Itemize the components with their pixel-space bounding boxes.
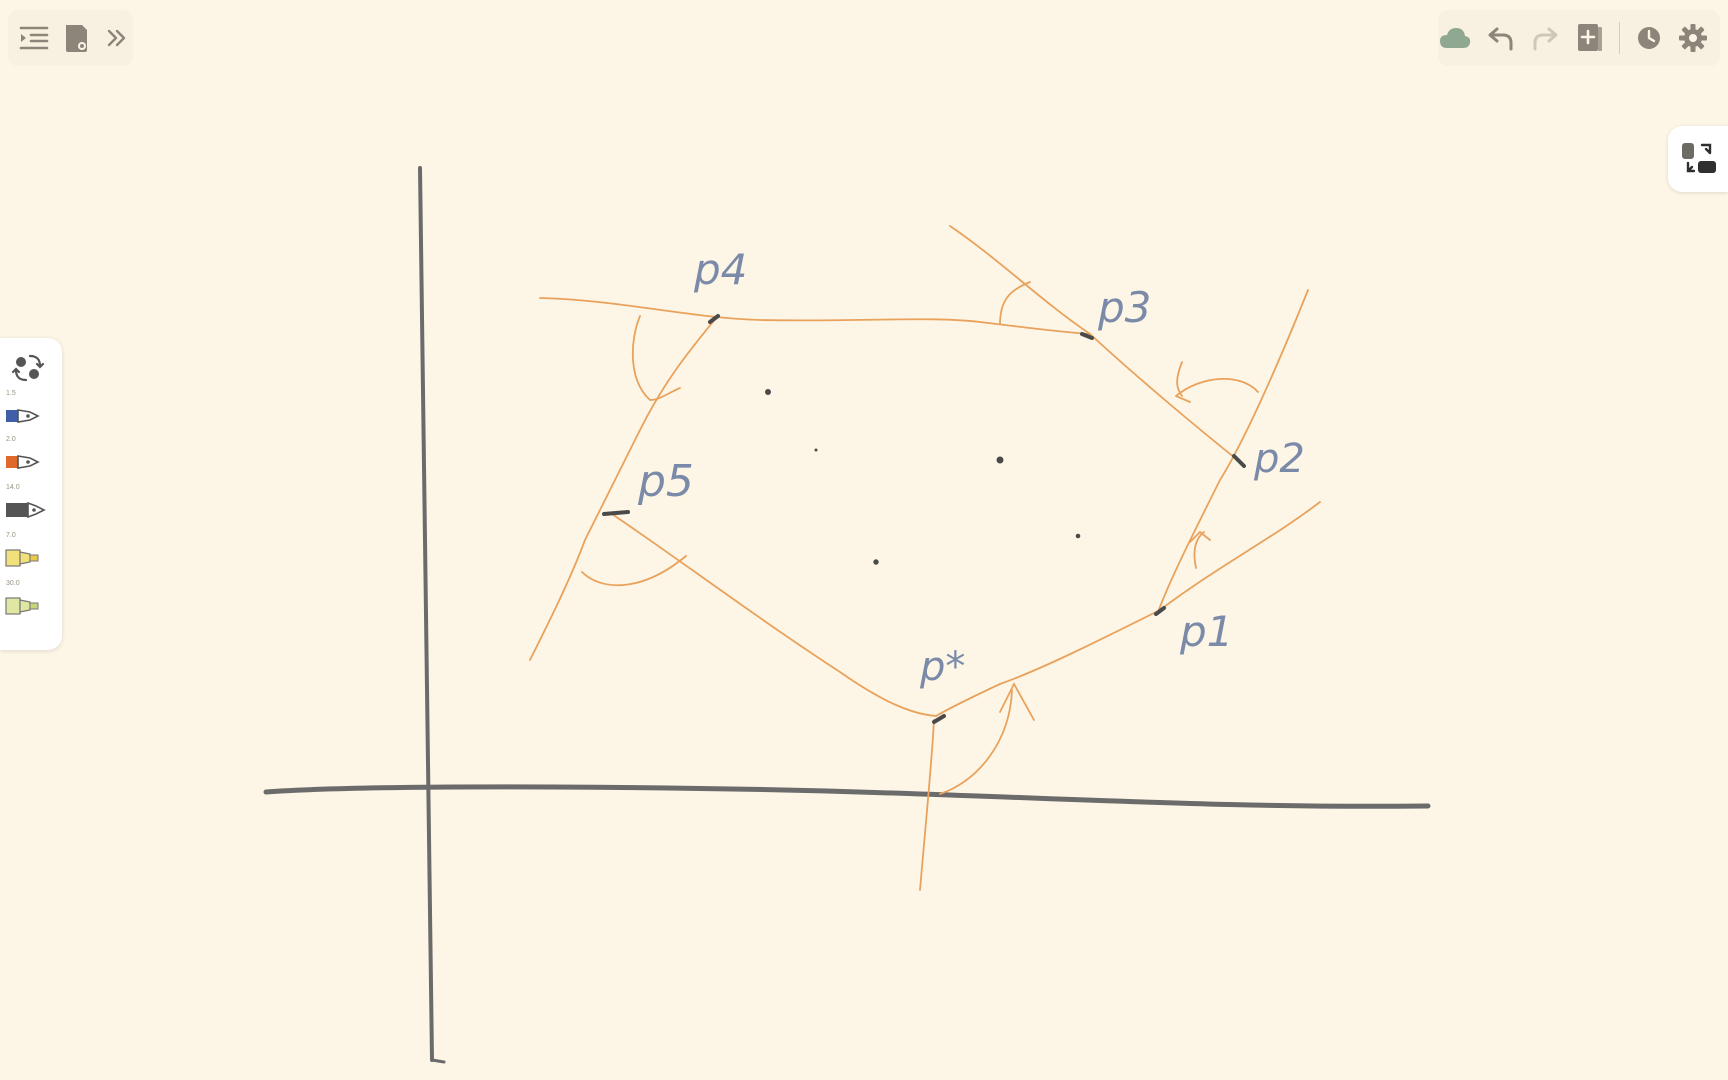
- tool-size-label: 7.0: [6, 532, 16, 539]
- redo-icon: [1533, 27, 1558, 51]
- tool-size-label: 1.5: [6, 390, 16, 397]
- expand-chevrons-icon: [107, 29, 126, 47]
- toolbar-divider: [1618, 22, 1620, 54]
- document-icon: [65, 25, 87, 52]
- highlighter-icon: [5, 549, 39, 567]
- tool-highlighter-2[interactable]: 30.0: [4, 580, 44, 620]
- fountain-pen-icon: [6, 409, 40, 423]
- label-pstar: p*: [919, 644, 965, 690]
- tool-panel: 1.5 2.0 14.0 7.0: [0, 338, 62, 650]
- x-axis-stroke: [263, 784, 1431, 809]
- arc-pstar: [939, 682, 1035, 795]
- point-pstar: [932, 714, 946, 724]
- label-p3: p3: [1097, 283, 1151, 332]
- cloud-sync-button[interactable]: [1438, 21, 1472, 55]
- fountain-pen-icon: [6, 455, 40, 469]
- line-through-p1: [999, 501, 1321, 685]
- interior-point: [873, 559, 879, 565]
- settings-button[interactable]: [1678, 21, 1708, 55]
- interior-point: [1075, 533, 1081, 539]
- undo-button[interactable]: [1486, 21, 1516, 55]
- document-button[interactable]: [60, 21, 92, 55]
- tool-size-label: 30.0: [6, 580, 20, 587]
- cloud-sync-icon: [1440, 28, 1471, 48]
- toolbar-left: [8, 10, 133, 66]
- line-p1-pstar: [935, 683, 1001, 717]
- arc-p2: [1175, 361, 1259, 403]
- tool-highlighter-1[interactable]: 7.0: [4, 532, 44, 572]
- history-button[interactable]: [1634, 21, 1664, 55]
- tool-pen-1[interactable]: 1.5: [4, 390, 44, 430]
- layout-toggle-button[interactable]: [1668, 126, 1728, 192]
- tool-pen-2[interactable]: 2.0: [4, 436, 44, 476]
- interior-point: [765, 389, 771, 395]
- line-through-p4-p5: [529, 317, 717, 661]
- settings-gear-icon: [1678, 24, 1707, 52]
- label-p2: p2: [1253, 436, 1305, 482]
- y-axis-hook: [430, 1058, 446, 1064]
- y-axis-stroke: [418, 166, 434, 1062]
- add-page-icon: [1577, 24, 1602, 51]
- highlighter-icon: [5, 597, 39, 615]
- line-through-p3: [949, 225, 1241, 463]
- point-p1: [1154, 606, 1166, 616]
- toolbar-right: [1438, 10, 1720, 66]
- tool-pen-3[interactable]: 14.0: [4, 484, 46, 524]
- point-p5: [602, 510, 630, 516]
- label-p5: p5: [637, 456, 694, 507]
- point-p4: [708, 314, 720, 324]
- tool-size-label: 2.0: [6, 436, 16, 443]
- tool-size-label: 14.0: [6, 484, 20, 491]
- point-p3: [1080, 332, 1094, 340]
- outline-list-icon: [19, 26, 49, 50]
- label-p4: p4: [693, 245, 747, 294]
- history-clock-icon: [1637, 27, 1660, 49]
- undo-icon: [1488, 27, 1513, 51]
- tool-switch-button[interactable]: [11, 352, 52, 392]
- swap-layout-icon: [1682, 143, 1716, 173]
- line-p5-pstar: [611, 513, 937, 717]
- expand-button[interactable]: [101, 21, 133, 55]
- outline-button[interactable]: [18, 21, 50, 55]
- line-through-p2: [1157, 289, 1309, 613]
- arc-p3: [999, 281, 1031, 325]
- point-p2: [1232, 454, 1246, 468]
- arc-p4: [631, 315, 681, 401]
- arc-p5: [581, 555, 687, 587]
- line-pstar-vertical: [919, 719, 935, 891]
- fountain-pen-icon: [6, 501, 46, 519]
- interior-point: [996, 456, 1004, 464]
- redo-button[interactable]: [1530, 21, 1560, 55]
- add-page-button[interactable]: [1574, 21, 1604, 55]
- interior-point: [814, 448, 818, 452]
- label-p1: p1: [1179, 607, 1233, 656]
- arc-p1: [1189, 530, 1211, 569]
- line-p4-p3: [539, 297, 1091, 335]
- swap-tools-icon: [11, 354, 45, 382]
